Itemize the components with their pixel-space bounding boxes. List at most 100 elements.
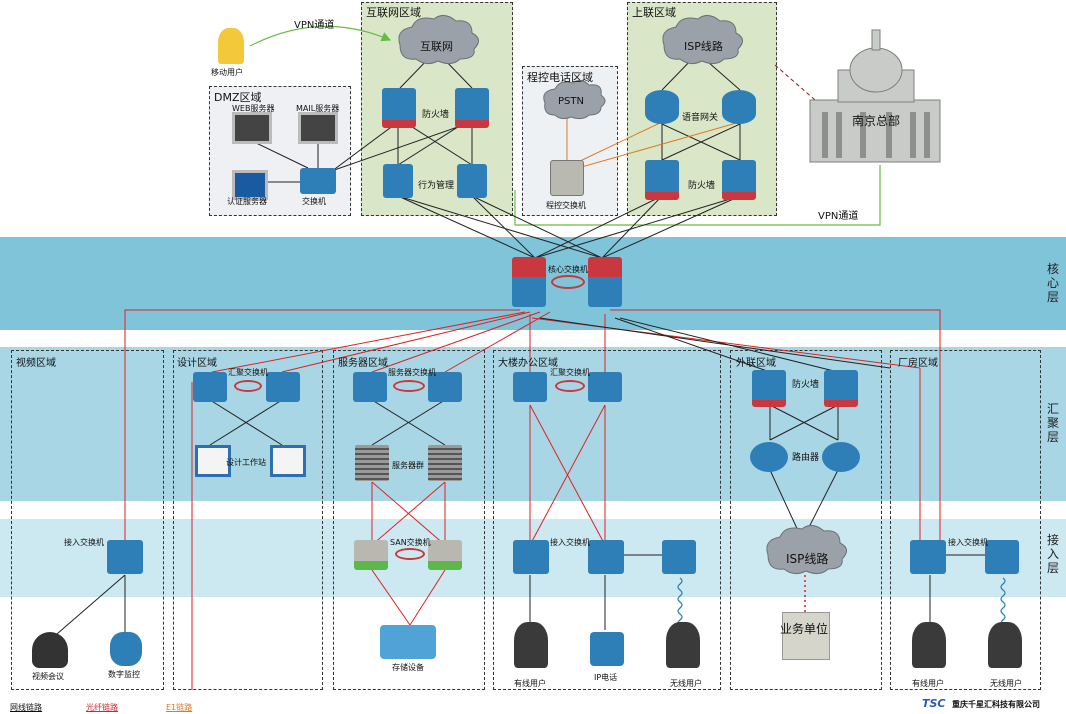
agg-link-ring: [234, 380, 262, 392]
video-conference-label: 视频会议: [32, 672, 64, 681]
firewall-icon: [722, 160, 756, 200]
dmz-zone-title: DMZ区域: [214, 91, 262, 104]
factory-zone-title: 厂房区域: [898, 358, 938, 369]
agg-link-ring: [555, 380, 585, 392]
firewall-icon: [382, 88, 416, 128]
camera-icon: [110, 632, 142, 666]
agg-switch-icon: [513, 372, 547, 402]
uplink-zone-title: 上联区域: [632, 6, 676, 19]
san-switch-label: SAN交换机: [390, 538, 431, 547]
router-label: 路由器: [792, 453, 820, 463]
video-zone: [11, 350, 164, 690]
internet-cloud-label: 互联网: [420, 40, 453, 53]
external-firewall-label: 防火墙: [792, 380, 820, 390]
internet-zone-title: 互联网区域: [366, 6, 421, 19]
auth-server-label: 认证服务器: [227, 197, 267, 206]
auth-server-icon: [232, 170, 268, 200]
legend-e1: E1链路: [166, 703, 193, 712]
workstation-icon: [195, 445, 231, 477]
pstn-label: PSTN: [558, 96, 584, 107]
isp-cloud-top-label: ISP线路: [684, 40, 723, 53]
wired-user-icon: [912, 622, 946, 668]
server-switch-label: 服务器交换机: [388, 368, 436, 377]
pbx-switch-label: 程控交换机: [546, 201, 586, 210]
web-server-label: WEB服务器: [232, 104, 275, 113]
factory-wireless-label: 无线用户: [990, 679, 1022, 688]
server-link-ring: [393, 380, 425, 392]
wireless-user-icon: [666, 622, 700, 668]
hq-label: 南京总部: [852, 114, 901, 128]
access-point-icon: [985, 540, 1019, 574]
legend-fiber: 光纤链路: [86, 703, 118, 712]
workstation-label: 设计工作站: [226, 458, 266, 467]
firewall-icon: [824, 370, 858, 407]
isp-cloud-top-shape: [662, 15, 743, 65]
san-switch-icon: [428, 540, 462, 570]
company-logo: TSC: [922, 697, 946, 710]
external-zone: [730, 350, 882, 690]
access-switch-icon: [588, 540, 624, 574]
storage-icon: [380, 625, 436, 659]
business-unit-label: 业务单位: [780, 622, 829, 636]
core-switch-icon: [512, 257, 546, 307]
business-unit-icon: [782, 612, 830, 660]
factory-wired-label: 有线用户: [912, 679, 944, 688]
vpn-label-top: VPN通道: [294, 20, 335, 31]
behavior-mgmt-label: 行为管理: [418, 181, 455, 191]
isp-cloud-external-shape: [766, 525, 847, 575]
web-server-icon: [232, 112, 272, 144]
server-switch-icon: [353, 372, 387, 402]
mail-server-label: MAIL服务器: [296, 104, 340, 113]
video-access-switch-label: 接入交换机: [64, 538, 104, 547]
dmz-switch-label: 交换机: [302, 197, 326, 206]
wired-user-icon: [514, 622, 548, 668]
agg-switch-icon: [193, 372, 227, 402]
isp-external-label: ISP线路: [786, 552, 829, 566]
storage-label: 存储设备: [392, 663, 424, 672]
server-zone-title: 服务器区域: [338, 358, 388, 369]
vpn-label-right: VPN通道: [818, 211, 859, 222]
access-switch-icon: [910, 540, 946, 574]
video-conference-icon: [32, 632, 68, 668]
factory-access-switch-label: 接入交换机: [948, 538, 988, 547]
office-agg-switch-label: 汇聚交换机: [550, 368, 590, 377]
mobile-user-label: 移动用户: [211, 68, 243, 77]
office-wired-label: 有线用户: [514, 679, 546, 688]
voice-gateway-icon: [722, 90, 756, 124]
servers-label: 服务器群: [392, 461, 424, 470]
pbx-switch-icon: [550, 160, 584, 196]
behavior-mgmt-icon: [457, 164, 487, 198]
ip-phone-label: IP电话: [594, 673, 618, 682]
access-switch-icon: [513, 540, 549, 574]
office-zone-title: 大楼办公区域: [498, 358, 558, 369]
router-icon: [822, 442, 860, 472]
core-switch-label: 核心交换机: [548, 265, 588, 274]
company-name: 重庆千星汇科技有限公司: [952, 700, 1040, 709]
external-zone-title: 外联区域: [736, 358, 776, 369]
pbx-zone-title: 程控电话区域: [527, 71, 593, 84]
workstation-icon: [270, 445, 306, 477]
agg-switch-icon: [588, 372, 622, 402]
legend-network: 网线链路: [10, 703, 42, 712]
mobile-user-icon: [218, 28, 244, 64]
monitor-label: 数字监控: [108, 670, 140, 679]
mail-server-icon: [298, 112, 338, 144]
office-wireless-label: 无线用户: [670, 679, 702, 688]
access-point-icon: [662, 540, 696, 574]
ip-phone-icon: [590, 632, 624, 666]
factory-zone: [890, 350, 1041, 690]
core-switch-icon: [588, 257, 622, 307]
video-zone-title: 视频区域: [16, 358, 56, 369]
san-link-ring: [395, 548, 425, 560]
san-switch-icon: [354, 540, 388, 570]
design-zone: [173, 350, 323, 690]
voice-gateway-label: 语音网关: [682, 113, 719, 123]
behavior-mgmt-icon: [383, 164, 413, 198]
access-switch-icon: [107, 540, 143, 574]
core-link-ring: [551, 275, 585, 289]
switch-icon: [300, 168, 336, 194]
core-layer-label: 核心层: [1046, 262, 1059, 304]
pstn-cloud-shape: [543, 79, 606, 120]
